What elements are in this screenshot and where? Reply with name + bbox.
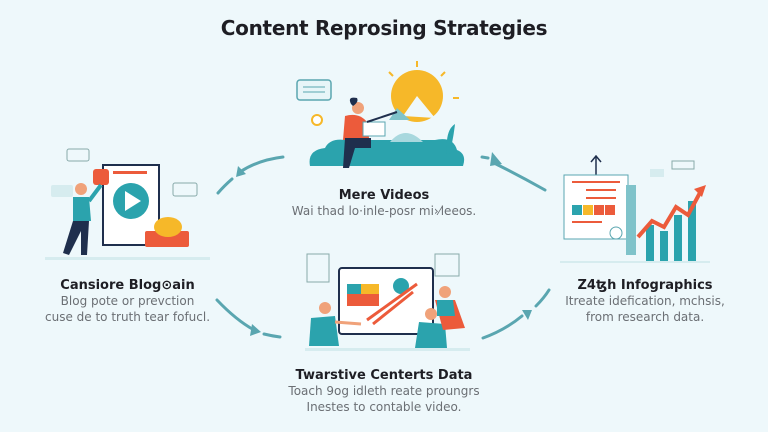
node-data: Twarstive Centerts Data Toach 9og idleth… bbox=[270, 368, 498, 415]
node-heading: Mere Videos bbox=[338, 188, 430, 203]
arrow-top-to-left-icon bbox=[216, 155, 285, 195]
node-description-line-1: Blog pote or prevction bbox=[60, 294, 195, 308]
node-heading: Twarstive Centerts Data bbox=[295, 368, 473, 383]
node-description-line-2: cuse de to truth tear fofucl. bbox=[44, 310, 211, 324]
infographic-illustration bbox=[560, 155, 710, 265]
node-description: Wai thad lo·inle-posr mi›⁄leeos. bbox=[291, 204, 477, 218]
node-description-line-2: Inestes to contable video. bbox=[306, 400, 462, 414]
node-description-line-2: from research data. bbox=[585, 310, 705, 324]
node-description-line-1: Toach 9og idleth reate proungrs bbox=[288, 384, 480, 398]
video-illustration bbox=[285, 58, 485, 178]
arrow-right-to-top-icon bbox=[480, 155, 547, 192]
node-videos: Mere Videos Wai thad lo·inle-posr mi›⁄le… bbox=[270, 188, 498, 219]
data-illustration bbox=[295, 250, 475, 355]
node-infographics: Z4ꜩh Infographics Itreate idefication, m… bbox=[535, 278, 755, 325]
arrow-bottom-to-right-icon bbox=[481, 288, 551, 340]
node-description-line-1: Itreate idefication, mchsis, bbox=[565, 294, 725, 308]
blog-illustration bbox=[45, 145, 210, 263]
node-heading: Cansiore Blog⊙ain bbox=[60, 278, 195, 293]
page-title: Content Reprosing Strategies bbox=[220, 16, 548, 40]
arrow-left-to-bottom-icon bbox=[215, 298, 282, 339]
node-blog: Cansiore Blog⊙ain Blog pote or prevction… bbox=[20, 278, 235, 325]
node-heading: Z4ꜩh Infographics bbox=[577, 278, 713, 293]
